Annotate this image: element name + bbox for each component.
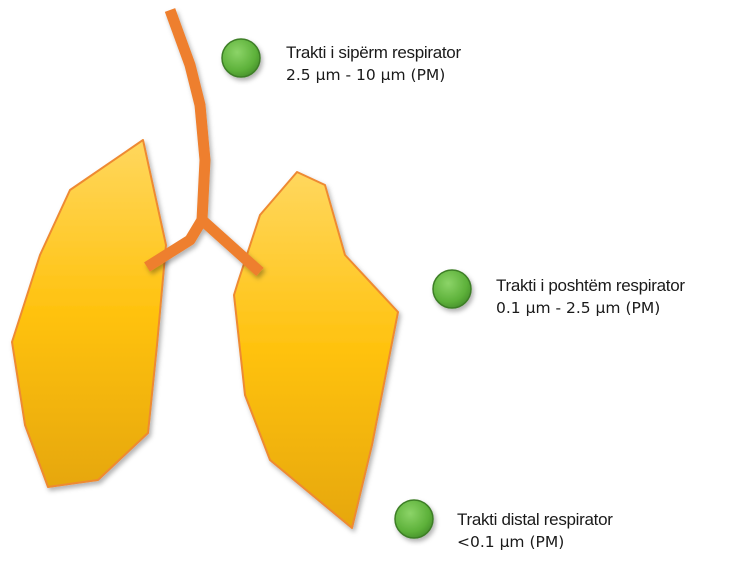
upper-tract-marker-icon xyxy=(222,39,260,77)
distal-tract-title: Trakti distal respirator xyxy=(457,509,613,530)
upper-tract-range: 2.5 µm - 10 µm (PM) xyxy=(286,66,461,85)
lower-tract-marker-icon xyxy=(433,270,471,308)
distal-tract-label: Trakti distal respirator <0.1 µm (PM) xyxy=(457,509,613,553)
upper-tract-label: Trakti i sipërm respirator 2.5 µm - 10 µ… xyxy=(286,42,461,86)
distal-tract-range: <0.1 µm (PM) xyxy=(457,533,613,552)
left-lung xyxy=(12,140,166,487)
right-lung xyxy=(234,172,398,528)
lower-tract-range: 0.1 µm - 2.5 µm (PM) xyxy=(496,299,685,318)
lower-tract-label: Trakti i poshtëm respirator 0.1 µm - 2.5… xyxy=(496,275,685,319)
upper-tract-title: Trakti i sipërm respirator xyxy=(286,42,461,63)
lower-tract-title: Trakti i poshtëm respirator xyxy=(496,275,685,296)
distal-tract-marker-icon xyxy=(395,500,433,538)
